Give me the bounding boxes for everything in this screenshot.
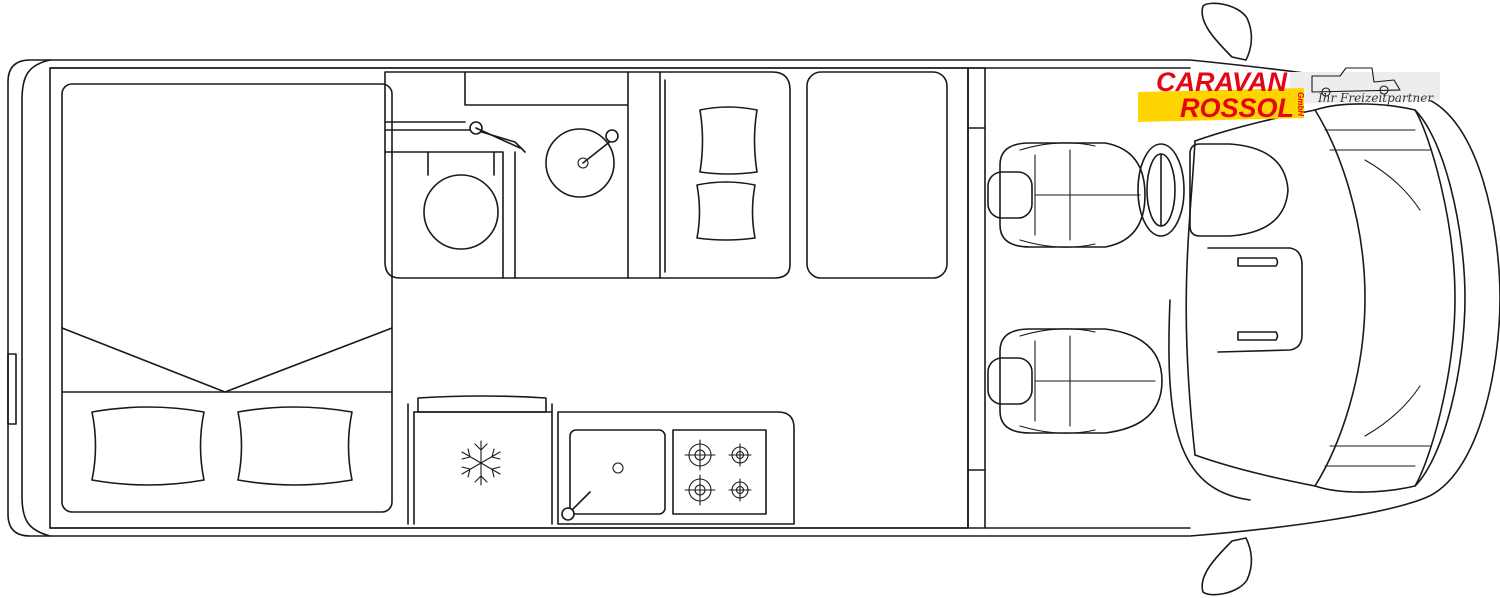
cushion-lower <box>697 182 755 240</box>
cushion-upper <box>700 107 757 174</box>
cooktop <box>673 430 766 514</box>
dinette-seat <box>660 72 790 278</box>
passenger-seat <box>988 329 1162 433</box>
driver-seat <box>988 143 1145 247</box>
pillow-left <box>92 407 204 485</box>
toilet-bowl <box>424 175 498 249</box>
dealer-logo: CARAVAN ROSSOL GmbH Ihr Freizeitpartner <box>1138 67 1440 123</box>
pillow-right <box>238 407 352 485</box>
logo-tagline-text: Ihr Freizeitpartner <box>1317 91 1434 105</box>
dashboard <box>1190 144 1302 352</box>
side-mirrors <box>1202 3 1251 594</box>
kitchen <box>558 412 794 524</box>
washbasin <box>546 129 614 197</box>
sink <box>570 430 665 514</box>
fridge <box>408 396 552 524</box>
caravan-illustration-icon <box>1312 68 1400 92</box>
burner-icon <box>685 440 751 505</box>
steering-wheel <box>1138 144 1184 236</box>
interior-walls <box>50 68 985 528</box>
logo-highlight-bar <box>1138 88 1304 122</box>
snowflake-icon <box>462 441 500 485</box>
dinette-table <box>807 72 947 278</box>
bathroom <box>385 72 660 278</box>
logo-gmbh-text: GmbH <box>1296 92 1305 116</box>
cab-outline <box>1169 104 1465 500</box>
logo-rossol-text: ROSSOL <box>1180 93 1294 123</box>
logo-caravan-text: CARAVAN <box>1156 67 1287 97</box>
bed <box>62 84 392 512</box>
